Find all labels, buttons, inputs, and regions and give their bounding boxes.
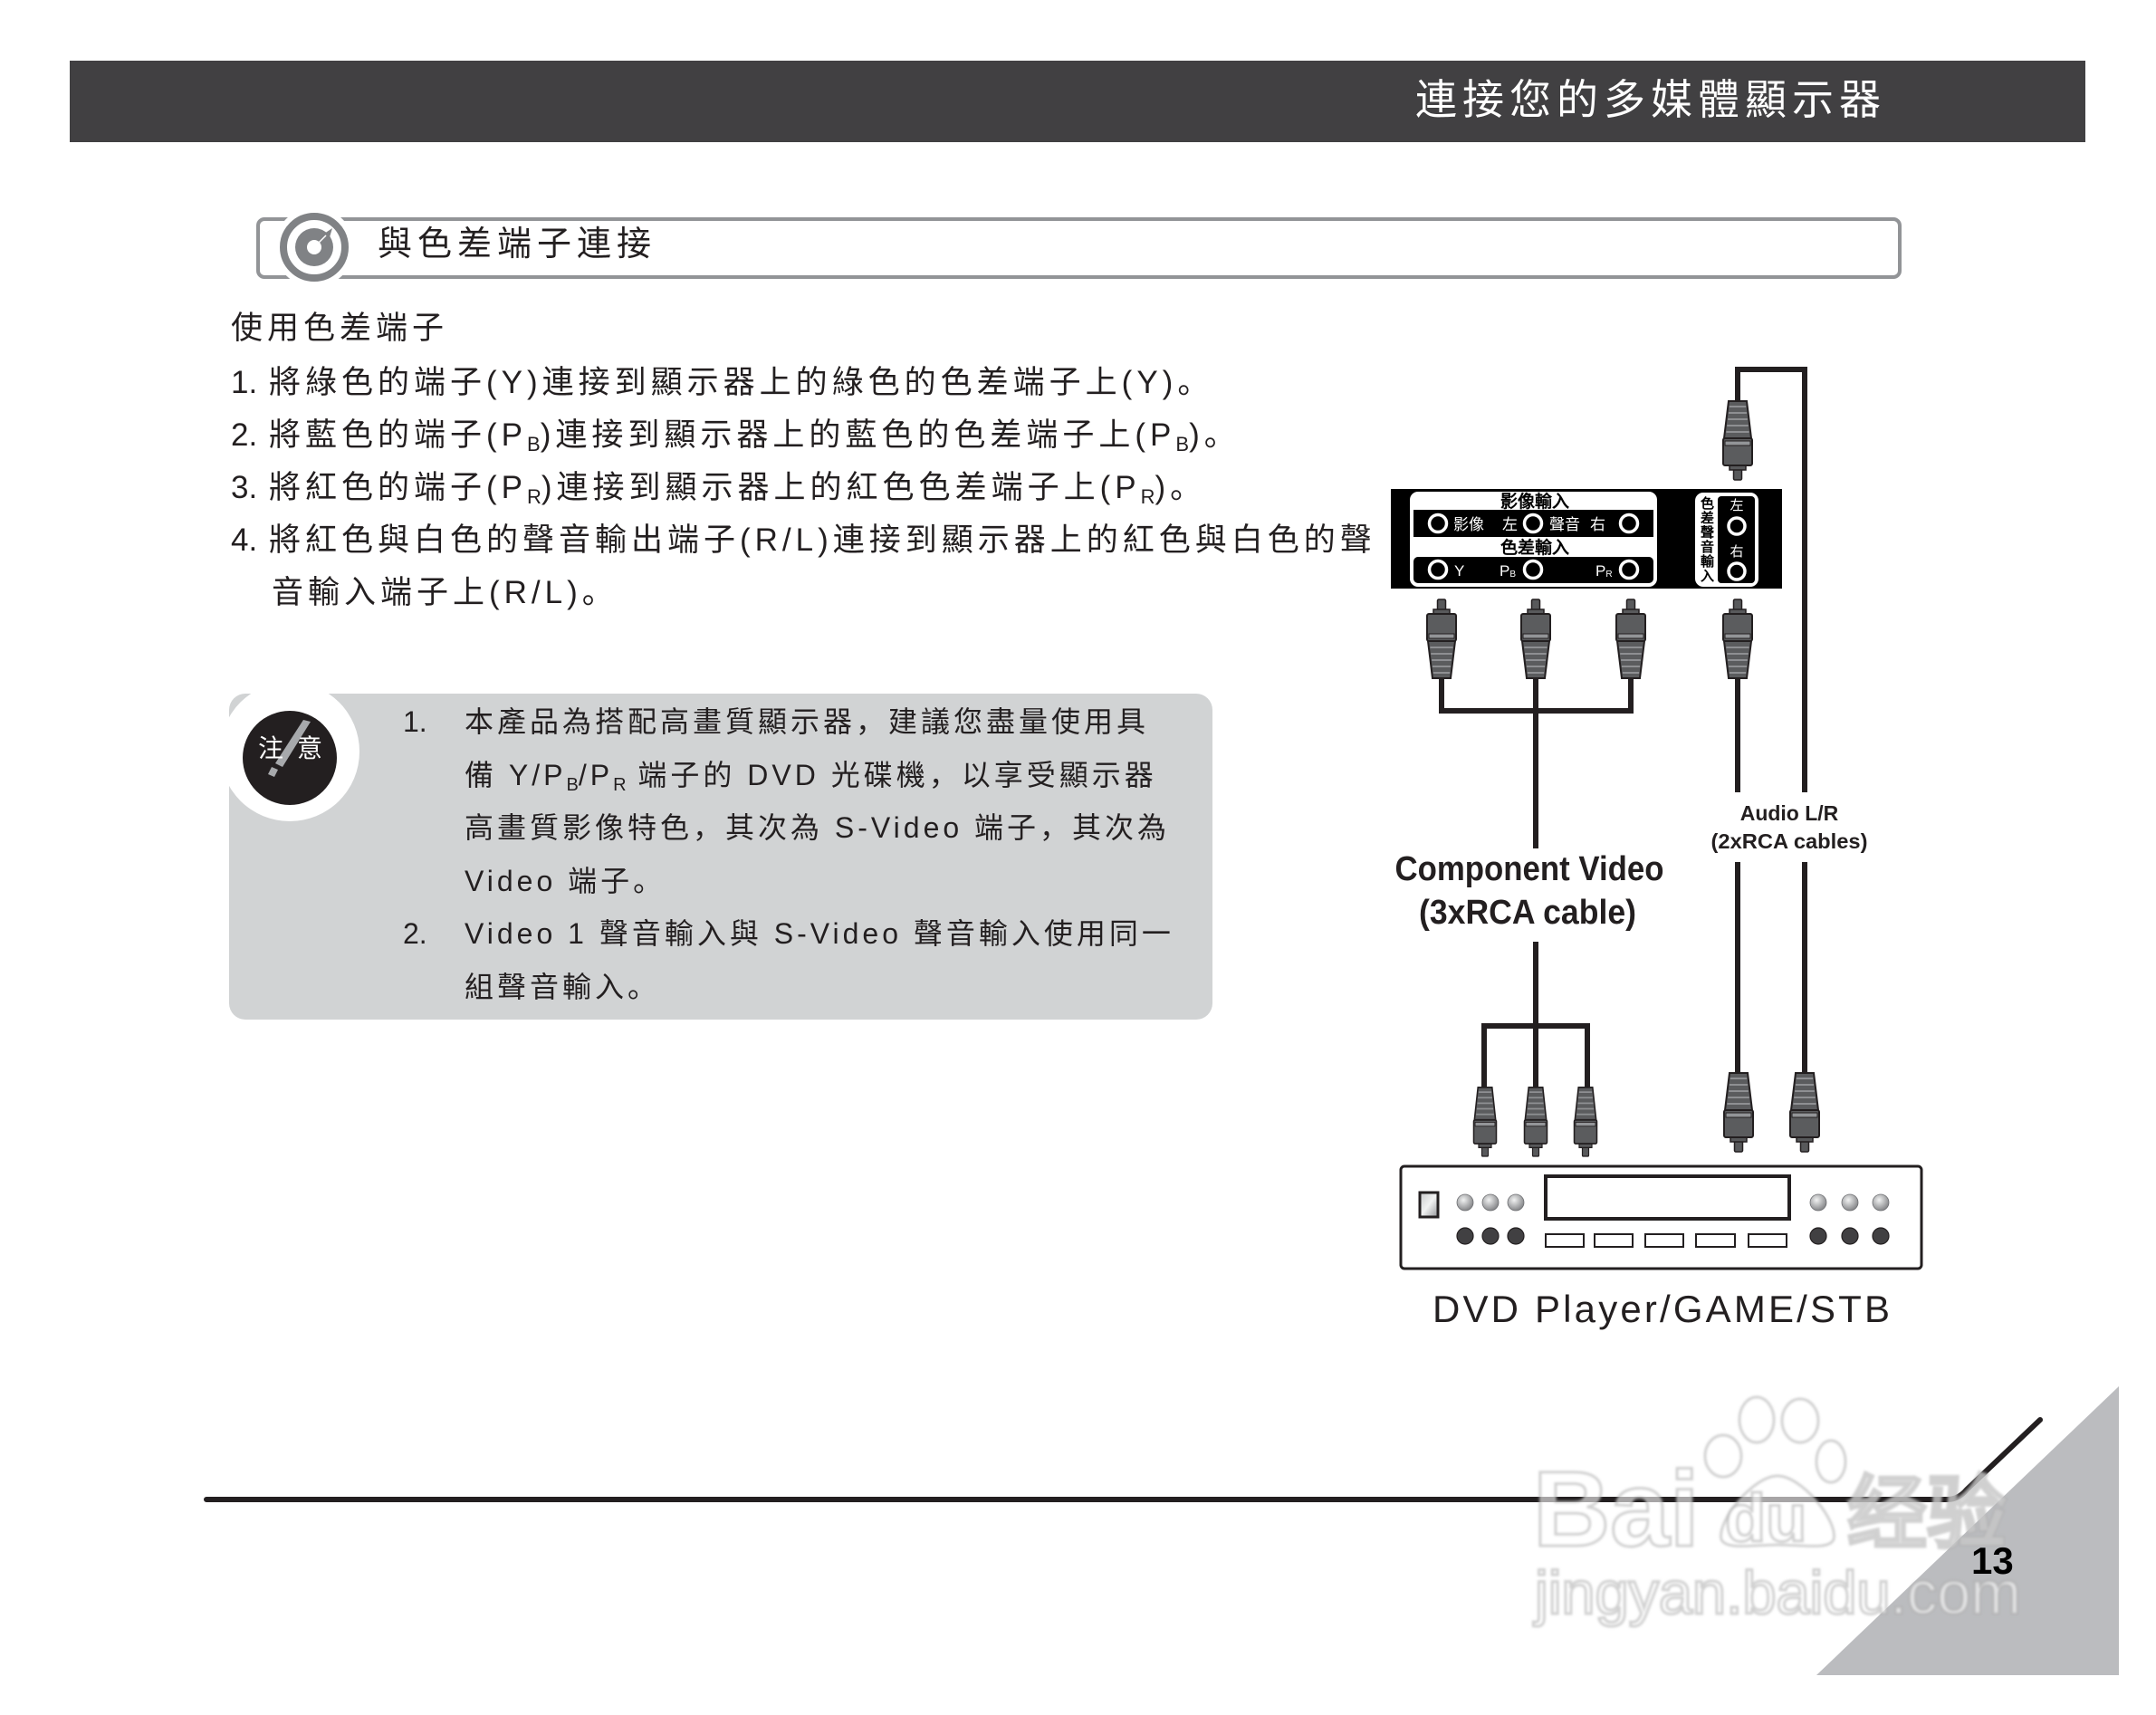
- note-line: Video 1 聲音輸入與 S-Video 聲音輸入使用同一: [465, 917, 1174, 950]
- step-text: 將綠色的端子(Y)連接到顯示器上的綠色的色差端子上(Y)。: [269, 365, 1214, 400]
- component-input-label: 色差輸入: [1500, 537, 1569, 558]
- note-text: /P: [578, 759, 614, 791]
- video-input-label: 影像輸入: [1500, 491, 1569, 512]
- audio-cable-sublabel: (2xRCA cables): [1711, 829, 1868, 853]
- pr-jack-label: PR: [1595, 562, 1613, 580]
- note-item-number: 2.: [403, 917, 427, 950]
- audio-right-label: 右: [1590, 516, 1605, 533]
- header-bar: [70, 61, 2085, 142]
- display-input-panel: 影像輸入 影像 左 聲音 右 色差輸入 Y PB PR 左 右: [1391, 489, 1782, 589]
- subscript: R: [613, 775, 627, 795]
- step-2: 2.將藍色的端子(PB)連接到顯示器上的藍色的色差端子上(PB)。: [231, 419, 1241, 460]
- subscript: R: [527, 485, 541, 508]
- footer-rule: [204, 1417, 2043, 1502]
- video-jack: [1427, 513, 1449, 534]
- connection-diagram: 影像輸入 影像 左 聲音 右 色差輸入 Y PB PR 左 右: [1391, 367, 1923, 1330]
- intro-text: 使用色差端子: [231, 311, 449, 346]
- page-title: 連接您的多媒體顯示器: [1415, 75, 1886, 124]
- paw-icon: [1703, 1395, 1847, 1547]
- rca-plug-icon: [1573, 1087, 1598, 1157]
- rca-plug-icon: [1722, 599, 1753, 679]
- step-4: 4. 將紅色與白色的聲音輸出端子(R/L)連接到顯示器上的紅色與白色的聲: [231, 524, 1376, 556]
- target-icon: [274, 207, 354, 287]
- step-number: 1.: [231, 365, 258, 400]
- note-line: 組聲音輸入。: [465, 971, 661, 1003]
- note-line: 本產品為搭配高畫質顯示器，建議您盡量使用具: [465, 705, 1150, 738]
- watermark-brand-left: Bai: [1533, 1450, 1700, 1569]
- step-text: )。: [1155, 470, 1207, 505]
- audio-cable-left: [1735, 367, 1807, 792]
- y-jack: [1427, 559, 1449, 580]
- component-video-label: Component Video: [1395, 850, 1664, 888]
- audio-left-label: 左: [1502, 516, 1518, 533]
- note-text: 端子的 DVD 光碟機，以享受顯示器: [626, 759, 1157, 791]
- rca-plug-icon: [1722, 400, 1753, 481]
- rca-plug-icon: [1523, 1087, 1548, 1157]
- audio-left-jack: [1522, 513, 1544, 534]
- component-audio-left-jack: [1727, 516, 1747, 536]
- rca-plug-icon: [1426, 599, 1457, 679]
- y-jack-label: Y: [1454, 562, 1464, 580]
- component-audio-input-label: 色差聲音輸入: [1699, 496, 1714, 583]
- video-jack-label: 影像: [1453, 516, 1484, 533]
- rca-plug-icon: [1789, 1072, 1820, 1153]
- exclamation-icon: [268, 720, 311, 777]
- audio-cable-label: Audio L/R: [1740, 801, 1839, 825]
- audio-right-jack: [1618, 513, 1640, 534]
- note-item-number: 1.: [403, 705, 427, 738]
- note-text: 備 Y/P: [465, 759, 567, 791]
- watermark-brand-right: du: [1725, 1480, 1806, 1556]
- step-4-continued: 音輸入端子上(R/L)。: [272, 577, 618, 608]
- component-cable-split-bottom: [1481, 1023, 1590, 1088]
- component-audio-right-label: 右: [1730, 544, 1743, 560]
- rca-plug-icon: [1615, 599, 1646, 679]
- component-audio-right-jack: [1727, 561, 1747, 581]
- subscript: B: [527, 433, 541, 455]
- note-line: 高畫質影像特色，其次為 S-Video 端子，其次為: [465, 811, 1171, 844]
- step-text: 音輸入端子上(R/L)。: [272, 575, 618, 610]
- subscript: R: [1140, 485, 1155, 508]
- component-audio-left-label: 左: [1730, 498, 1743, 513]
- subscript: B: [566, 775, 579, 795]
- pb-jack-label: PB: [1500, 562, 1516, 580]
- subscript: B: [1175, 433, 1190, 455]
- step-text: 將藍色的端子(P: [269, 417, 528, 453]
- step-text: )連接到顯示器上的紅色色差端子上(P: [541, 470, 1141, 505]
- step-text: )連接到顯示器上的藍色的色差端子上(P: [540, 417, 1176, 453]
- step-number: 4.: [231, 522, 258, 558]
- corner-triangle: [1816, 1386, 2119, 1675]
- step-text: 將紅色與白色的聲音輸出端子(R/L)連接到顯示器上的紅色與白色的聲: [269, 522, 1376, 558]
- audio-label: 聲音: [1549, 516, 1580, 533]
- component-video-sublabel: (3xRCA cable): [1419, 894, 1636, 932]
- note-badge: 注意: [243, 711, 337, 805]
- pb-jack: [1522, 559, 1544, 580]
- source-device-label: DVD Player/GAME/STB: [1433, 1288, 1890, 1330]
- note-badge-label: 注意: [258, 733, 337, 763]
- dvd-player-icon: [1399, 1164, 1923, 1270]
- section-title: 與色差端子連接: [378, 224, 657, 263]
- rca-plug-icon: [1520, 599, 1551, 679]
- step-number: 2.: [231, 417, 258, 453]
- section-heading-bar: [256, 217, 1902, 279]
- page-number: 13: [1971, 1539, 2014, 1582]
- cables: [1439, 367, 1807, 1088]
- step-number: 3.: [231, 470, 258, 505]
- rca-plug-icon: [1472, 1087, 1498, 1157]
- rca-plug-icon: [1723, 1072, 1754, 1153]
- step-text: )。: [1189, 417, 1241, 453]
- pr-jack: [1618, 559, 1640, 580]
- watermark-url: jingyan.baidu.com: [1533, 1559, 2021, 1627]
- note-line: 備 Y/PB/PR 端子的 DVD 光碟機，以享受顯示器: [465, 761, 1157, 800]
- step-3: 3.將紅色的端子(PR)連接到顯示器上的紅色色差端子上(PR)。: [231, 472, 1206, 513]
- note-line: Video 端子。: [465, 865, 666, 897]
- step-1: 1. 將綠色的端子(Y)連接到顯示器上的綠色的色差端子上(Y)。: [231, 367, 1213, 398]
- note-box: [229, 694, 1212, 1020]
- step-text: 將紅色的端子(P: [269, 470, 528, 505]
